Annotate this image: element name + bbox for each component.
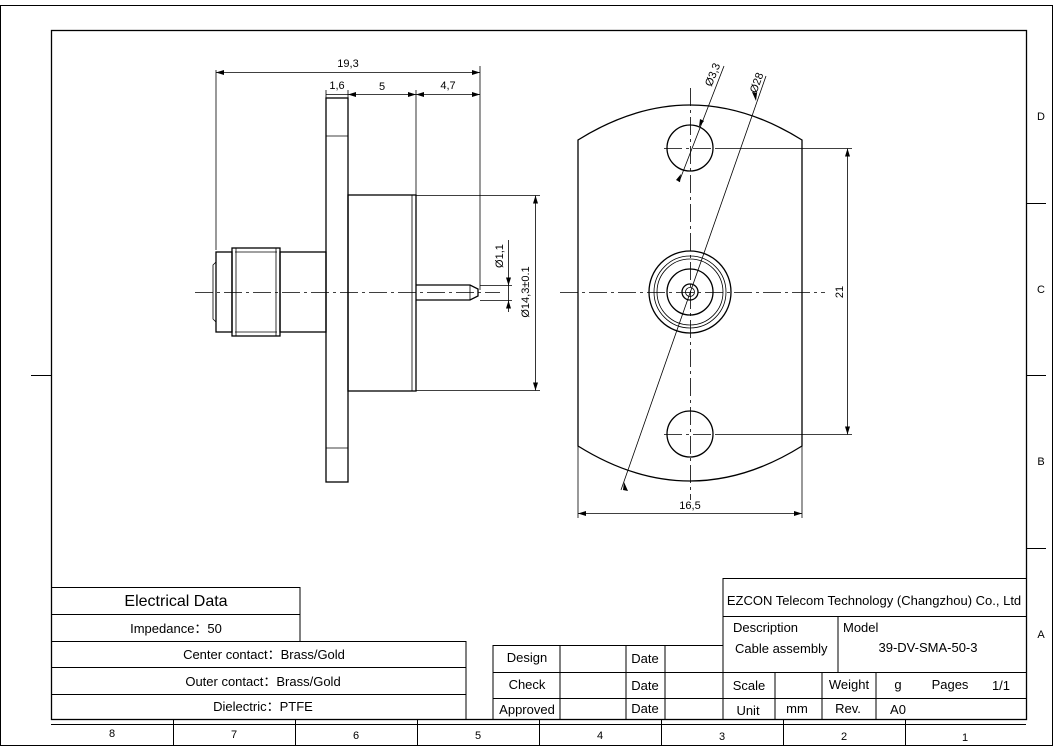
approved-label: Approved	[499, 702, 555, 717]
check-date-label: Date	[631, 678, 658, 693]
side-view: 19,3 1,6 5 4,7 Ø1,1 Ø14,3±0.1	[195, 58, 540, 483]
description-value: Cable assembly	[735, 641, 828, 656]
dim-body-length: 5	[379, 81, 385, 93]
dim-flange-width: 16,5	[679, 500, 700, 512]
unit-label: Unit	[736, 703, 760, 718]
model-label: Model	[843, 620, 879, 635]
zone-col-7: 7	[231, 729, 237, 741]
rev-value: A0	[890, 702, 906, 717]
description-label: Description	[733, 620, 798, 635]
approval-table: Design Check Approved Date Date Date	[492, 645, 723, 720]
zone-labels: 8 7 6 5 4 3 2 1 D C B A	[109, 111, 1045, 744]
weight-label: Weight	[829, 677, 870, 692]
scale-label: Scale	[733, 678, 766, 693]
pages-value: 1/1	[992, 678, 1010, 693]
zone-col-5: 5	[475, 730, 481, 742]
sheet-frame	[0, 5, 1053, 746]
dim-pin-length: 4,7	[440, 80, 455, 92]
electrical-data-table: Electrical Data Impedance：50 Center cont…	[51, 587, 467, 720]
front-view: Ø3,3 Ø28 21 16,5	[560, 62, 852, 518]
zone-col-8: 8	[109, 728, 115, 740]
dim-body-diameter: Ø14,3±0.1	[520, 266, 532, 317]
dim-hole-spacing: 21	[834, 286, 846, 298]
design-date-label: Date	[631, 651, 658, 666]
center-contact-value: Center contact：Brass/Gold	[183, 647, 345, 662]
impedance-value: Impedance：50	[130, 621, 222, 636]
company-name: EZCON Telecom Technology (Changzhou) Co.…	[727, 593, 1021, 608]
design-label: Design	[507, 650, 547, 665]
check-label: Check	[509, 677, 546, 692]
zone-row-d: D	[1037, 111, 1045, 123]
dielectric-value: Dielectric：PTFE	[213, 699, 313, 714]
electrical-title: Electrical Data	[124, 593, 227, 610]
zone-col-1: 1	[962, 732, 968, 744]
dim-overall-length: 19,3	[337, 58, 358, 70]
title-block: EZCON Telecom Technology (Changzhou) Co.…	[722, 578, 1026, 720]
zone-col-3: 3	[719, 731, 725, 743]
weight-unit: g	[894, 677, 901, 692]
dim-pin-diameter: Ø1,1	[494, 244, 506, 268]
rev-label: Rev.	[835, 701, 861, 716]
zone-row-b: B	[1037, 456, 1044, 468]
zone-row-a: A	[1037, 629, 1045, 641]
model-value: 39-DV-SMA-50-3	[879, 640, 978, 655]
outer-contact-value: Outer contact：Brass/Gold	[185, 674, 340, 689]
approved-date-label: Date	[631, 701, 658, 716]
zone-col-4: 4	[597, 730, 603, 742]
pages-label: Pages	[932, 677, 969, 692]
zone-row-c: C	[1037, 284, 1045, 296]
unit-value: mm	[786, 701, 808, 716]
dim-flange-thickness: 1,6	[329, 80, 344, 92]
zone-col-6: 6	[353, 730, 359, 742]
zone-col-2: 2	[841, 731, 847, 743]
